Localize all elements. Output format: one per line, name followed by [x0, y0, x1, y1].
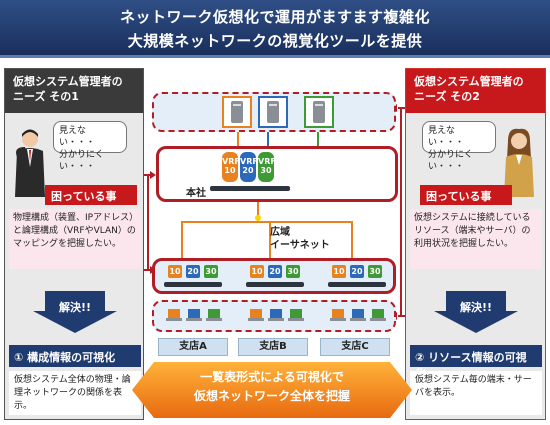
- header-line-2: 大規模ネットワークの視覚化ツールを提供: [127, 32, 423, 50]
- branch-a-label: 支店A: [158, 338, 228, 356]
- hq-box: [156, 146, 398, 202]
- right-solve-arrow-icon: [434, 291, 518, 333]
- left-bubble-line-2: 分かりにくい・・・: [59, 150, 104, 172]
- laptop-icon: [350, 309, 366, 321]
- wan-label-line-2: イーサネット: [270, 240, 330, 251]
- branch-c-vrf-20: 20: [350, 265, 364, 278]
- hq-label: 本社: [186, 188, 206, 199]
- branch-a-vrf-10: 10: [168, 265, 182, 278]
- left-panel-title: 仮想システム管理者の ニーズ その1: [5, 69, 143, 113]
- wan-label: 広域 イーサネット: [270, 226, 330, 252]
- branch-b-router: [246, 282, 304, 287]
- branch-a-vrf-20: 20: [186, 265, 200, 278]
- left-title-line-2: ニーズ その1: [13, 90, 79, 103]
- laptop-icon: [206, 309, 222, 321]
- left-solve-label: 解決!!: [58, 301, 92, 314]
- page-header: ネットワーク仮想化で運用がますます複雑化 大規模ネットワークの視覚化ツールを提供: [0, 0, 550, 58]
- left-solution-heading: ① 構成情報の可視化: [9, 345, 141, 367]
- right-solution-text: 仮想システム毎の端末・サーバを表示。: [410, 371, 542, 415]
- vrf-id: 10: [224, 166, 236, 175]
- right-panel-title: 仮想システム管理者の ニーズ その2: [406, 69, 545, 113]
- laptop-icon: [268, 309, 284, 321]
- summary-line-2: 仮想ネットワーク全体を把握: [193, 389, 350, 403]
- branch-b-label: 支店B: [238, 338, 308, 356]
- businessman-icon: [15, 129, 45, 197]
- laptop-icon: [166, 309, 182, 321]
- left-title-line-1: 仮想システム管理者の: [13, 75, 123, 88]
- vrf-label: VRF: [222, 157, 240, 166]
- branch-b-vrf-30: 30: [286, 265, 300, 278]
- header-line-1: ネットワーク仮想化で運用がますます複雑化: [119, 8, 430, 26]
- branch-c-router: [328, 282, 386, 287]
- server-icon: [231, 101, 243, 123]
- laptop-icon: [248, 309, 264, 321]
- server-icon: [313, 101, 325, 123]
- right-needs-panel: 仮想システム管理者の ニーズ その2 見えない・・・ 分かりにくい・・・ 困って…: [405, 68, 546, 420]
- left-issue-heading: 困っている事: [45, 185, 137, 205]
- right-bubble-line-1: 見えない・・・: [428, 126, 465, 148]
- right-thought-bubble: 見えない・・・ 分かりにくい・・・: [422, 121, 496, 172]
- right-solve-label: 解決!!: [459, 301, 493, 314]
- left-bubble-line-1: 見えない・・・: [59, 126, 96, 148]
- vrf-label: VRF: [258, 157, 276, 166]
- left-thought-bubble: 見えない・・・ 分かりにくい・・・: [53, 121, 127, 172]
- server-icon: [267, 101, 279, 123]
- laptop-icon: [370, 309, 386, 321]
- left-issue-text: 物理構成（装置、IPアドレス）と論理構成（VRFやVLAN）のマッピングを把握し…: [9, 209, 141, 269]
- vrf-id: 30: [260, 166, 272, 175]
- vrf-id: 20: [242, 166, 254, 175]
- hq-router-device: [210, 186, 290, 191]
- right-issue-text: 仮想システムに接続しているリソース（端末やサーバ）の利用状況を把握したい。: [410, 209, 542, 269]
- left-solution-text: 仮想システム全体の物理・論理ネットワークの関係を表示。: [9, 371, 141, 415]
- branch-c-label: 支店C: [320, 338, 390, 356]
- laptop-icon: [288, 309, 304, 321]
- branch-c-vrf-30: 30: [368, 265, 382, 278]
- right-issue-heading: 困っている事: [420, 185, 512, 205]
- laptop-icon: [330, 309, 346, 321]
- laptop-icon: [186, 309, 202, 321]
- vrf-label: VRF: [240, 157, 258, 166]
- right-title-line-2: ニーズ その2: [414, 90, 480, 103]
- right-title-line-1: 仮想システム管理者の: [414, 75, 524, 88]
- branch-c-vrf-10: 10: [332, 265, 346, 278]
- branch-b-vrf-20: 20: [268, 265, 282, 278]
- left-solve-arrow-icon: [33, 291, 117, 333]
- branch-a-router: [164, 282, 222, 287]
- wan-label-line-1: 広域: [270, 227, 290, 238]
- branch-b-vrf-10: 10: [250, 265, 264, 278]
- left-needs-panel: 仮想システム管理者の ニーズ その1 見えない・・・ 分かりにくい・・・ 困って…: [4, 68, 144, 420]
- summary-line-1: 一覧表形式による可視化で: [200, 370, 344, 384]
- summary-banner-text: 一覧表形式による可視化で 仮想ネットワーク全体を把握: [150, 368, 394, 406]
- right-bubble-line-2: 分かりにくい・・・: [428, 150, 473, 172]
- branch-a-vrf-30: 30: [204, 265, 218, 278]
- summary-banner-arrow: [132, 362, 412, 418]
